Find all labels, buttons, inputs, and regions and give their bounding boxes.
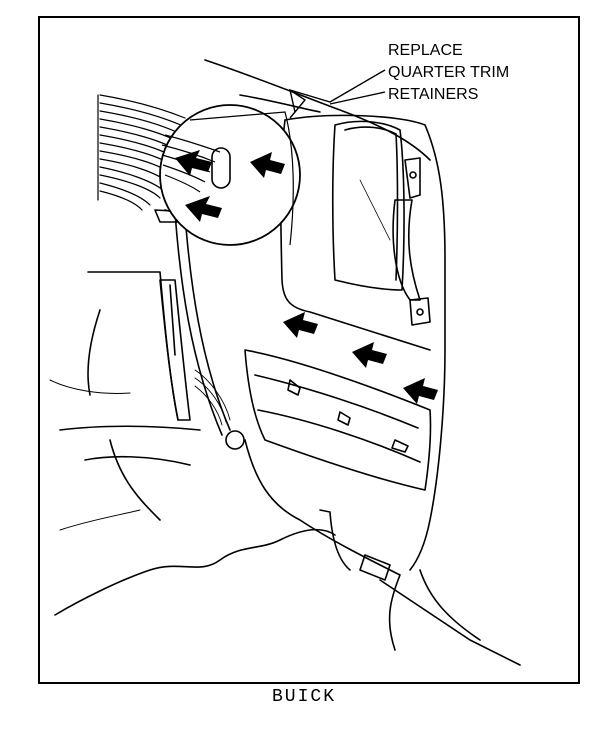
quarter-trim-panel (284, 114, 446, 571)
retainer-arrow-2 (185, 196, 222, 222)
callout-line-1: REPLACE (388, 42, 463, 59)
lower-trim-panel (244, 349, 432, 491)
callout-line-3: RETAINERS (388, 86, 479, 103)
callout-line-2: QUARTER TRIM (388, 64, 510, 81)
retainer-arrows (175, 150, 438, 404)
figure-caption: BUICK (271, 687, 336, 707)
detail-magnifier (159, 104, 301, 246)
figure-frame (38, 16, 580, 684)
retainer-arrow-4 (283, 312, 318, 338)
quarter-window (331, 120, 405, 291)
roof-line (204, 59, 431, 161)
callout-leaders (289, 69, 386, 119)
assist-handle (392, 157, 431, 326)
callout-label: REPLACE QUARTER TRIM RETAINERS (388, 40, 509, 106)
retainer-arrow-6 (403, 378, 438, 404)
retainer-arrow-3 (250, 152, 285, 178)
retainer-arrow-1 (175, 150, 212, 176)
retainer-arrow-5 (352, 342, 387, 368)
